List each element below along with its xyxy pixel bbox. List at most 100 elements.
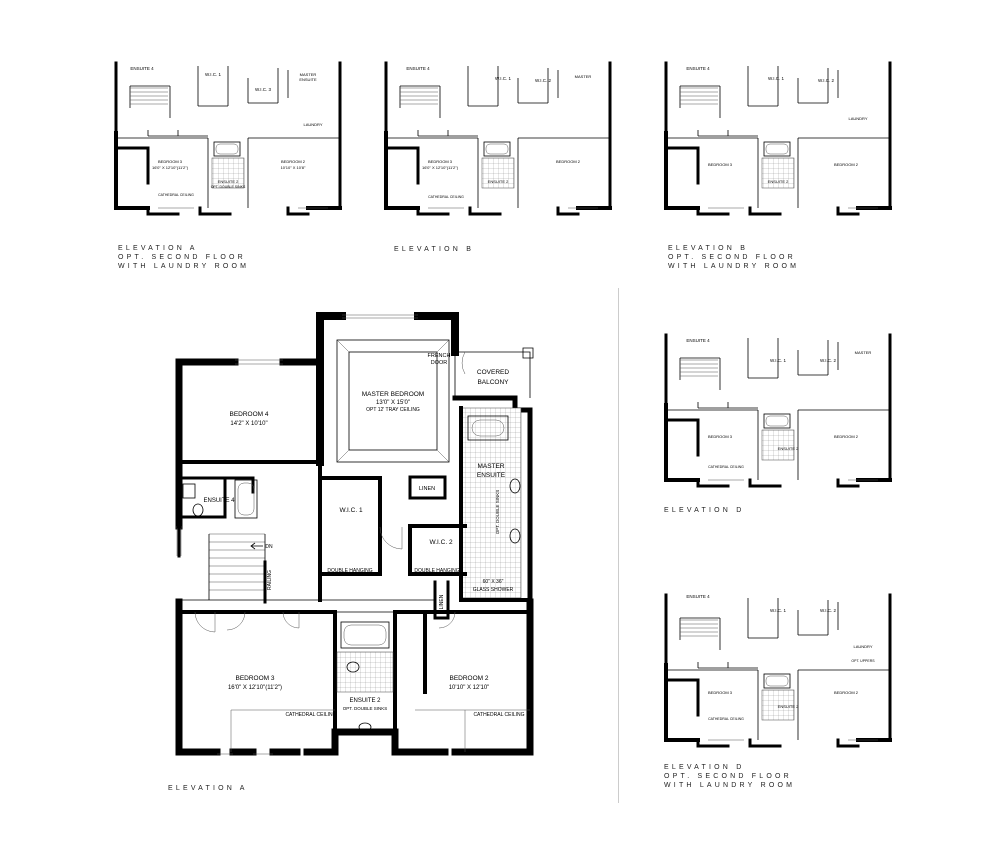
mini-label-laundry: LAUNDRY xyxy=(303,122,322,127)
label-cathedral-ceiling-b3: CATHEDRAL CEILING xyxy=(285,712,336,718)
mini-label-ensuite4: ENSUITE 4 xyxy=(130,66,154,71)
mini-label-ensuite: ENSUITE xyxy=(299,77,317,82)
caption-elevation-d: ELEVATION D xyxy=(664,506,744,515)
label-wic2: W.I.C. 2 xyxy=(429,539,453,546)
mini-label-ensuite2: ENSUITE 2 xyxy=(218,179,239,184)
mini-label-laundry: LAUNDRY xyxy=(853,644,872,649)
label-dn: DN xyxy=(265,544,273,550)
mini-label-wic1: W.I.C. 1 xyxy=(770,608,787,613)
caption-line: OPT. SECOND FLOOR xyxy=(118,254,246,261)
caption-line: ELEVATION B xyxy=(394,246,475,253)
mini-label-ensuite4: ENSUITE 4 xyxy=(686,338,710,343)
label-master-ensuite-2: ENSUITE xyxy=(477,472,506,479)
mini-label-cathedral: CATHEDRAL CEILING xyxy=(158,193,194,197)
label-wic1: W.I.C. 1 xyxy=(339,507,363,514)
mini-label-bedroom3: BEDROOM 3 xyxy=(158,159,183,164)
mini-label-ensuite4: ENSUITE 4 xyxy=(406,66,430,71)
mini-label-bedroom2: BEDROOM 2 xyxy=(281,159,306,164)
floorplan-elevation-b: ENSUITE 4 W.I.C. 1 W.I.C. 2 MASTER BEDRO… xyxy=(378,58,616,218)
mini-label-bedroom3: BEDROOM 3 xyxy=(708,162,733,167)
mini-label-bedroom2-size: 10'10" X 10'8" xyxy=(281,165,306,170)
label-linen: LINEN xyxy=(419,486,435,492)
mini-label-bedroom3-size: 16'0" X 12'10"(11'2") xyxy=(152,165,189,170)
caption-elevation-a: ELEVATION A xyxy=(168,784,248,793)
caption-line: OPT. SECOND FLOOR xyxy=(668,254,796,261)
label-bedroom4: BEDROOM 4 xyxy=(229,411,268,418)
mini-label-bedroom2: BEDROOM 2 xyxy=(556,159,581,164)
mini-label-master: MASTER xyxy=(575,74,592,79)
mini-label-wic2: W.I.C. 2 xyxy=(535,78,552,83)
mini-label-cathedral: CATHEDRAL CEILING xyxy=(708,465,744,469)
caption-line: ELEVATION B xyxy=(668,245,749,252)
caption-line: WITH LAUNDRY ROOM xyxy=(118,263,250,270)
caption-line: ELEVATION A xyxy=(118,245,198,252)
mini-label-ensuite2: ENSUITE 2 xyxy=(768,179,789,184)
mini-label-bedroom3: BEDROOM 3 xyxy=(708,690,733,695)
floorplan-elevation-d-opt: ENSUITE 4 W.I.C. 1 W.I.C. 2 LAUNDRY OPT.… xyxy=(658,590,896,750)
caption-line: ELEVATION A xyxy=(168,785,248,792)
label-railing: RAILING xyxy=(267,570,273,590)
label-ensuite2: ENSUITE 2 xyxy=(349,698,381,704)
caption-elevation-d-opt: ELEVATION D OPT. SECOND FLOOR WITH LAUND… xyxy=(664,763,795,790)
floorplan-elevation-b-opt: ENSUITE 4 W.I.C. 1 W.I.C. 2 LAUNDRY BEDR… xyxy=(658,58,896,218)
mini-label-sinks: OPT. DOUBLE SINKS xyxy=(211,185,246,189)
label-master-bedroom: MASTER BEDROOM xyxy=(362,391,424,398)
label-glass-shower: 60" X 36" xyxy=(483,579,504,585)
label-covered-balcony-2: BALCONY xyxy=(477,379,509,386)
label-double-hanging-2: DOUBLE HANGING xyxy=(414,568,459,574)
mini-label-bedroom3: BEDROOM 3 xyxy=(708,434,733,439)
label-french-door: FRENCH xyxy=(428,353,451,359)
label-master-bedroom-size: 13'0" X 15'0" xyxy=(376,400,410,406)
mini-label-ensuite2: ENSUITE 2 xyxy=(778,704,799,709)
mini-label-ensuite4: ENSUITE 4 xyxy=(686,594,710,599)
caption-line: WITH LAUNDRY ROOM xyxy=(664,782,796,789)
floorplan-elevation-a-opt: ENSUITE 4 W.I.C. 1 W.I.C. 3 MASTER ENSUI… xyxy=(108,58,346,220)
label-master-bedroom-ceiling: OPT 12' TRAY CEILING xyxy=(366,407,420,413)
label-bedroom3-size: 16'0" X 12'10"(11'2") xyxy=(228,685,282,691)
mini-label-bedroom2: BEDROOM 2 xyxy=(834,162,859,167)
mini-label-bedroom3-size: 16'0" X 12'10"(11'2") xyxy=(422,165,459,170)
floorplan-elevation-a-main: MASTER BEDROOM 13'0" X 15'0" OPT 12' TRA… xyxy=(165,312,545,760)
mini-label-wic1: W.I.C. 1 xyxy=(205,72,222,77)
label-master-ensuite: MASTER xyxy=(477,463,504,470)
label-bedroom2: BEDROOM 2 xyxy=(449,675,488,682)
mini-label-ensuite2: ENSUITE 2 xyxy=(778,446,799,451)
mini-label-ensuite2: ENSUITE 2 xyxy=(488,179,509,184)
caption-line: WITH LAUNDRY ROOM xyxy=(668,263,800,270)
label-french-door-2: DOOR xyxy=(431,360,448,366)
mini-label-ensuite4: ENSUITE 4 xyxy=(686,66,710,71)
caption-elevation-b: ELEVATION B xyxy=(394,245,474,254)
mini-label-wic1: W.I.C. 1 xyxy=(770,358,787,363)
caption-line: OPT. SECOND FLOOR xyxy=(664,773,792,780)
label-bedroom3: BEDROOM 3 xyxy=(235,675,274,682)
label-glass-shower-2: GLASS SHOWER xyxy=(473,587,514,593)
label-double-hanging-1: DOUBLE HANGING xyxy=(327,568,372,574)
caption-line: ELEVATION D xyxy=(664,507,745,514)
section-divider xyxy=(618,288,619,803)
mini-label-wic1: W.I.C. 1 xyxy=(495,76,512,81)
label-covered-balcony: COVERED xyxy=(477,369,509,376)
mini-label-cathedral: CATHEDRAL CEILING xyxy=(708,717,744,721)
label-opt-double-sinks-e2: OPT. DOUBLE SINKS xyxy=(343,706,388,711)
mini-label-wic2: W.I.C. 2 xyxy=(820,608,837,613)
mini-label-wic2: W.I.C. 2 xyxy=(818,78,835,83)
floorplan-elevation-d: ENSUITE 4 W.I.C. 1 W.I.C. 2 MASTER BEDRO… xyxy=(658,330,896,490)
mini-label-laundry: LAUNDRY xyxy=(848,116,867,121)
mini-label-wic1: W.I.C. 1 xyxy=(768,76,785,81)
label-ensuite4: ENSUITE 4 xyxy=(203,498,235,504)
label-bedroom4-size: 14'2" X 10'10" xyxy=(230,421,267,427)
mini-label-bedroom2: BEDROOM 2 xyxy=(834,434,859,439)
caption-elevation-a-opt: ELEVATION A OPT. SECOND FLOOR WITH LAUND… xyxy=(118,244,249,271)
caption-elevation-b-opt: ELEVATION B OPT. SECOND FLOOR WITH LAUND… xyxy=(668,244,799,271)
mini-label-cathedral: CATHEDRAL CEILING xyxy=(428,195,464,199)
label-opt-double-sinks-master: OPT. DOUBLE SINKS xyxy=(495,490,500,535)
mini-label-wic3: W.I.C. 3 xyxy=(255,87,272,92)
mini-label-bedroom3: BEDROOM 3 xyxy=(428,159,453,164)
mini-label-master: MASTER xyxy=(300,72,317,77)
label-bedroom2-size: 10'10" X 12'10" xyxy=(449,685,490,691)
mini-label-master: MASTER xyxy=(855,350,872,355)
down-arrow-icon xyxy=(250,542,263,550)
label-linen-2: LINEN xyxy=(439,594,445,609)
mini-label-bedroom2: BEDROOM 2 xyxy=(834,690,859,695)
mini-label-uppers: OPT. UPPERS xyxy=(851,659,875,663)
